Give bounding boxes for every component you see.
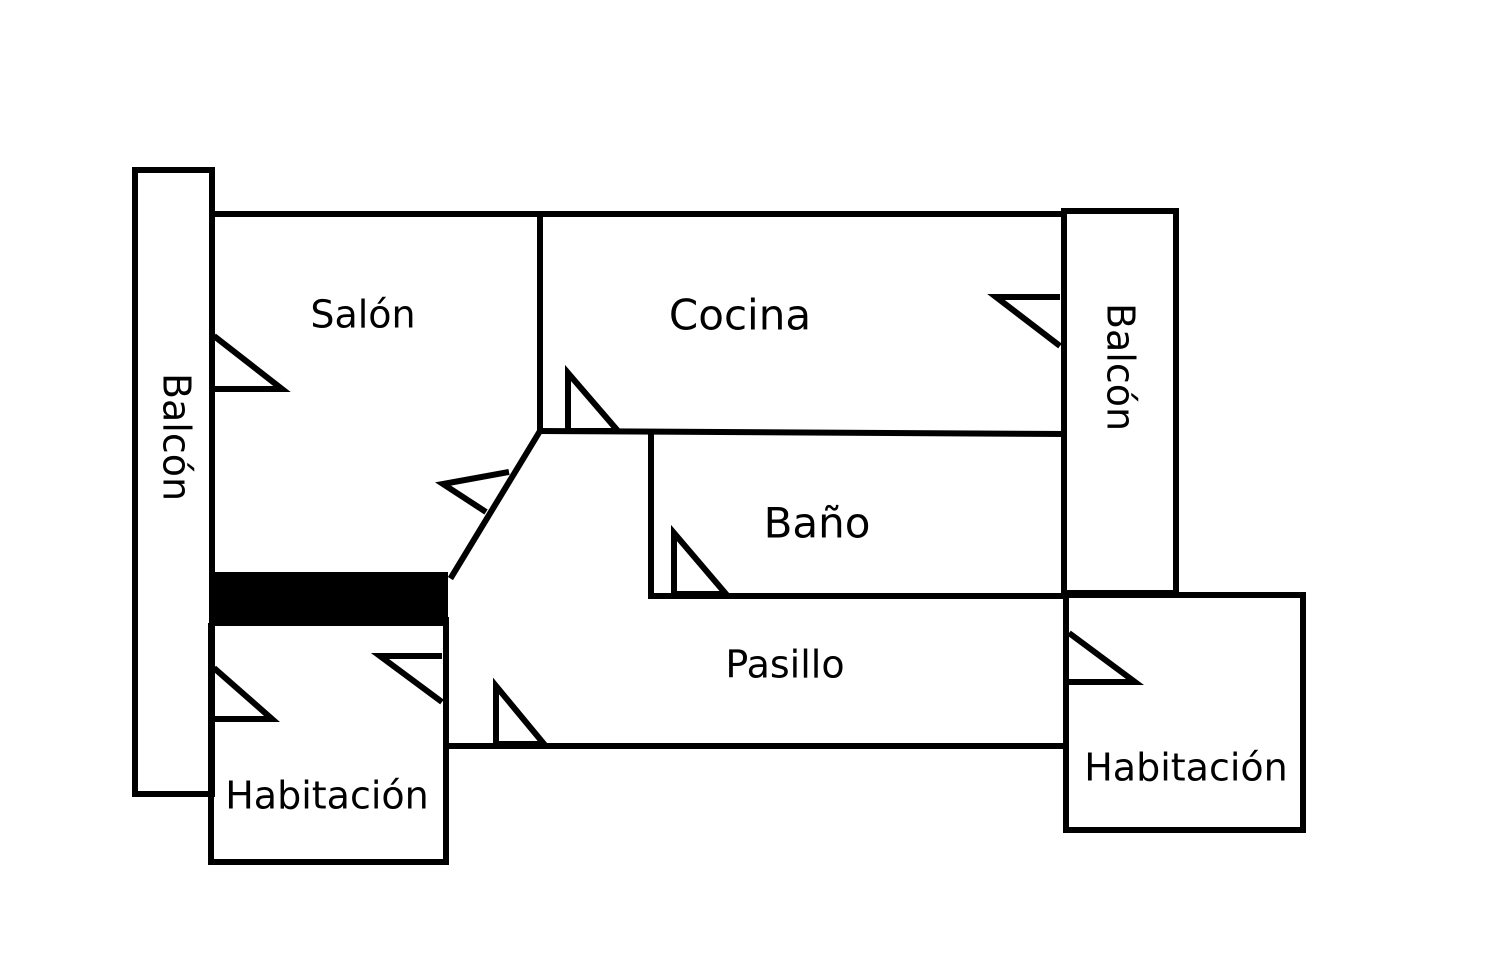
habitacion-right-outline bbox=[1063, 592, 1306, 833]
diagonal-wall bbox=[447, 426, 545, 581]
door-habitacion-left-balcony bbox=[212, 665, 280, 722]
door-salon-balcony bbox=[212, 333, 291, 392]
bathroom-walls bbox=[648, 431, 1067, 599]
label-balcon-left: Balcón bbox=[155, 373, 199, 501]
door-bathroom bbox=[671, 524, 733, 597]
habitacion-left-walls bbox=[208, 617, 449, 865]
door-salon-corridor bbox=[435, 469, 510, 515]
label-habitacion-right: Habitación bbox=[1084, 746, 1288, 790]
door-habitacion-right bbox=[1067, 630, 1145, 685]
label-cocina: Cocina bbox=[669, 291, 811, 340]
thick-wall bbox=[212, 572, 448, 626]
label-habitacion-left: Habitación bbox=[225, 774, 429, 818]
label-salon: Salón bbox=[310, 293, 415, 337]
label-balcon-right: Balcón bbox=[1099, 303, 1143, 431]
door-kitchen bbox=[565, 364, 625, 434]
door-corridor bbox=[493, 677, 551, 747]
label-pasillo: Pasillo bbox=[725, 643, 844, 687]
label-bano: Baño bbox=[764, 499, 871, 548]
door-habitacion-left bbox=[370, 653, 444, 705]
door-kitchen-balcony bbox=[987, 294, 1062, 349]
balcony-left-outline bbox=[132, 167, 215, 797]
kitchen-bottom-wall bbox=[536, 427, 1068, 438]
